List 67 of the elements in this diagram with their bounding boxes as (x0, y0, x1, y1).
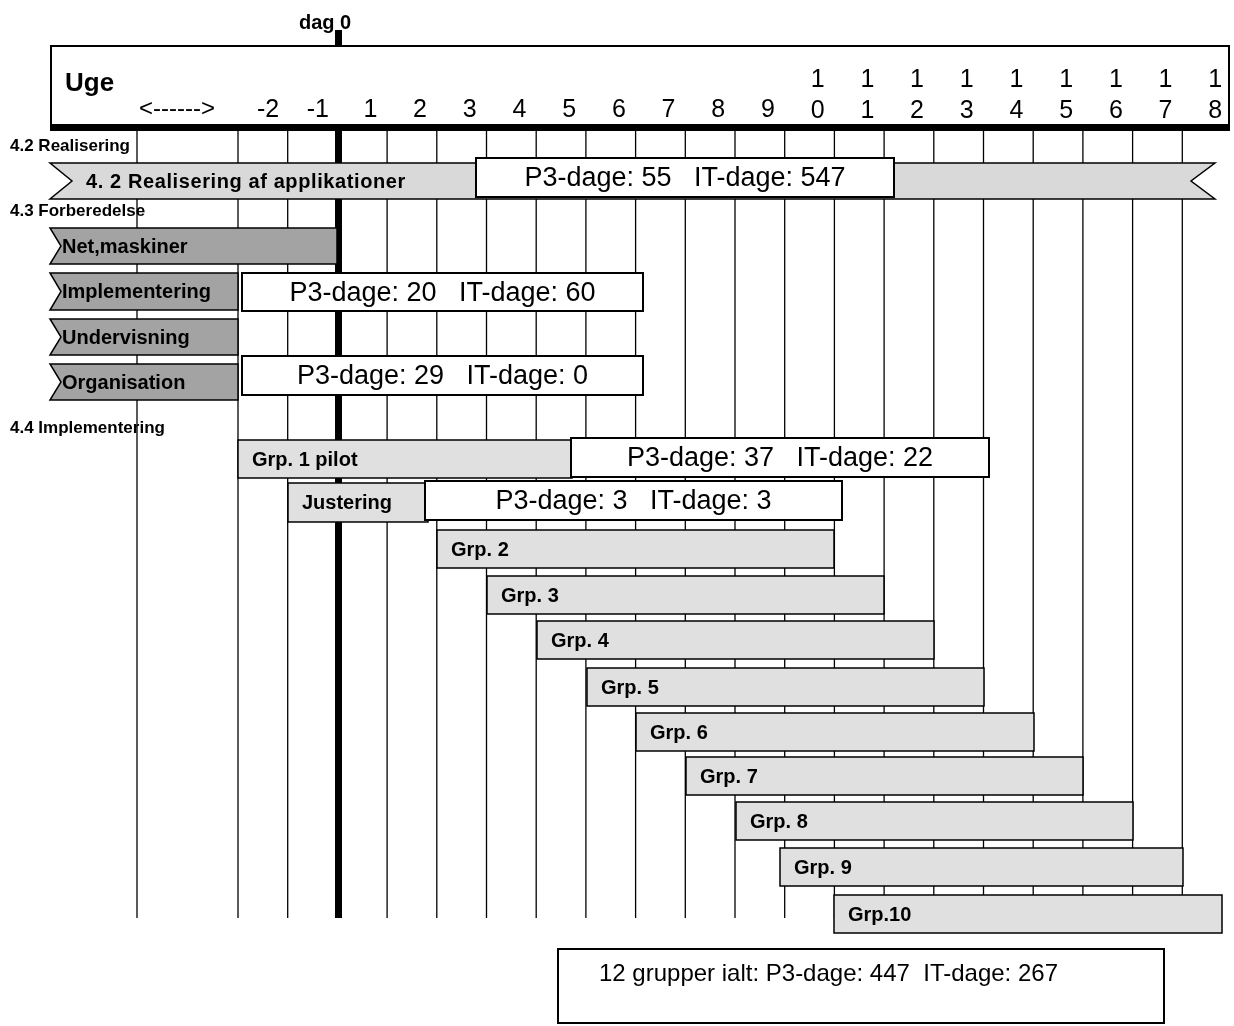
task-label: Grp. 9 (794, 855, 852, 879)
week-number: 12 (910, 63, 924, 126)
week-number: -2 (257, 94, 280, 123)
week-number: 14 (1009, 63, 1024, 126)
section-label: 4.2 Realisering (10, 137, 130, 154)
effort-text: P3-dage: 3 IT-dage: 3 (495, 485, 772, 516)
task-bar (780, 848, 1183, 886)
task-label: Grp. 8 (750, 809, 808, 833)
task-bar (686, 757, 1083, 795)
row-header: Uge (65, 68, 115, 98)
effort-box (475, 157, 895, 198)
header-box (50, 45, 1230, 131)
task-label: Grp. 6 (650, 720, 708, 744)
task-label: Net,maskiner (62, 234, 188, 258)
week-number: 15 (1059, 63, 1074, 126)
summary-text: 12 grupper ialt: P3-dage: 447 IT-dage: 267 (598, 958, 1059, 988)
task-label: Organisation (62, 370, 186, 394)
week-number: 9 (761, 94, 775, 123)
week-number: 16 (1108, 63, 1123, 126)
effort-box (570, 437, 990, 478)
task-label: Grp. 2 (451, 537, 509, 561)
week-number: 18 (1208, 63, 1223, 126)
week-number: 4 (512, 94, 527, 123)
effort-box (241, 355, 644, 396)
effort-text: P3-dage: 37 IT-dage: 22 (626, 442, 934, 473)
task-bar (50, 364, 238, 400)
task-label: Undervisning (62, 325, 190, 349)
week-number: -1 (306, 94, 329, 123)
task-label: Grp. 1 pilot (252, 447, 358, 471)
week-number: 8 (711, 94, 726, 123)
task-label: Grp. 4 (551, 628, 609, 652)
task-bar (437, 530, 834, 568)
week-number: 11 (860, 63, 875, 126)
task-bar (50, 273, 238, 310)
effort-text: P3-dage: 55 IT-dage: 547 (524, 162, 846, 193)
task-bar (50, 319, 238, 355)
task-bar (834, 895, 1222, 933)
task-bar (487, 576, 884, 614)
week-number: 17 (1158, 63, 1173, 126)
effort-text: P3-dage: 20 IT-dage: 60 (289, 276, 596, 308)
effort-text: P3-dage: 29 IT-dage: 0 (296, 360, 589, 391)
task-label: 4. 2 Realisering af applikationer (86, 169, 406, 193)
effort-box (424, 480, 843, 521)
task-label: Grp. 5 (601, 675, 659, 699)
week-number: 7 (661, 94, 676, 123)
task-label: Justering (302, 491, 393, 514)
task-bar (587, 668, 984, 706)
task-bar (537, 621, 934, 659)
task-bar (736, 802, 1133, 840)
task-label: Grp. 3 (501, 583, 559, 607)
week-number: 2 (413, 94, 427, 123)
task-bar (238, 440, 572, 478)
task-label: Implementering (62, 280, 211, 303)
task-bar (636, 713, 1034, 751)
week-number: 5 (562, 94, 577, 123)
summary-box (557, 948, 1165, 1024)
effort-box (241, 272, 644, 312)
task-label: Grp.10 (848, 902, 912, 926)
task-label: Grp. 7 (700, 764, 758, 788)
week-number: 1 (363, 94, 378, 123)
week-number: 10 (810, 63, 825, 126)
task-bar (288, 483, 428, 522)
range-arrow-text: <------> (139, 94, 215, 122)
week-number: 6 (611, 94, 626, 123)
week-number: 13 (959, 63, 974, 126)
task-bar (50, 228, 337, 264)
week-number: 3 (462, 94, 477, 123)
